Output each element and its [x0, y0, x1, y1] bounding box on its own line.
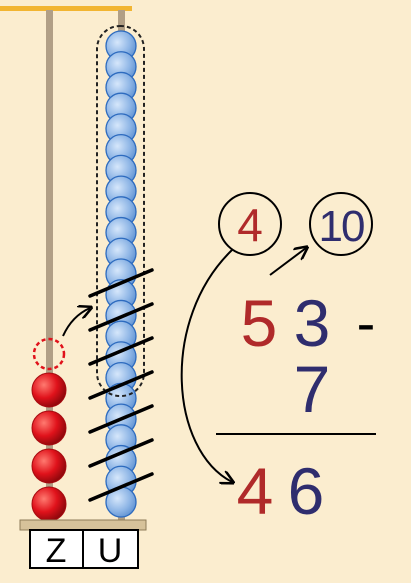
result-units-digit: 6	[288, 454, 325, 528]
cross-out-stroke	[88, 438, 154, 468]
ten-group-outline	[96, 25, 145, 397]
curved-arrow-icon	[62, 308, 90, 337]
borrowed-tens-circle	[218, 192, 282, 256]
borrowed-tens-value: 4	[237, 199, 263, 251]
units-column-label: U	[98, 532, 123, 570]
tens-bead	[31, 410, 67, 446]
borrowed-units-circle	[309, 192, 373, 256]
units-label-box	[82, 529, 139, 569]
cross-out-stroke	[88, 302, 154, 332]
cross-out-stroke	[88, 268, 154, 298]
cross-out-stroke	[88, 336, 154, 366]
exchanged-tens-bead	[32, 337, 66, 371]
minus-operator: -	[357, 291, 376, 354]
units-bead-column	[105, 30, 137, 518]
tens-bead-column	[31, 372, 67, 522]
exchange-to-units-arrow	[269, 248, 306, 276]
tens-carry-arrow	[180, 249, 232, 482]
cross-out-stroke	[88, 472, 154, 502]
abacus-base	[19, 519, 147, 531]
tens-bead	[31, 486, 67, 522]
subtrahend-digit: 7	[294, 352, 331, 426]
borrowed-units-value: 10	[319, 202, 364, 251]
result-tens-digit: 4	[237, 454, 274, 528]
minuend-tens-digit: 5	[241, 286, 278, 360]
cross-out-stroke	[88, 370, 154, 400]
tens-label-box	[29, 529, 84, 569]
minuend-units-digit: 3	[294, 286, 331, 360]
tens-rod	[46, 10, 53, 522]
crossed-beads-strokes	[88, 268, 154, 502]
tens-column-label: Z	[46, 532, 67, 570]
tens-bead	[31, 448, 67, 484]
cross-out-stroke	[88, 404, 154, 434]
abacus-frame-top	[0, 6, 132, 11]
tens-bead	[31, 372, 67, 408]
